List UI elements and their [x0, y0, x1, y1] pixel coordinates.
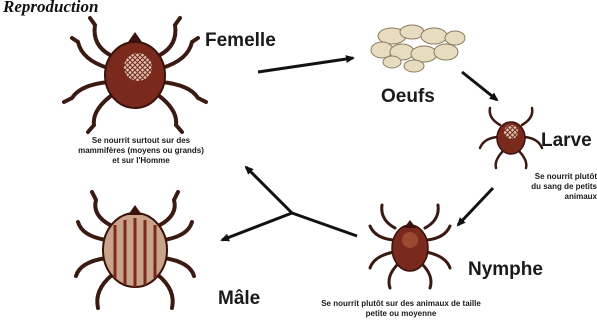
- female-note: Se nourrit surtout sur des mammifères (m…: [66, 136, 216, 166]
- arrow-larva-to-nymph: [458, 188, 493, 225]
- nymph-note-line: petite ou moyenne: [301, 309, 501, 319]
- female-note-line: Se nourrit surtout sur des: [66, 136, 216, 146]
- arrow-fork-to-male: [222, 213, 292, 240]
- larva-note-line: du sang de petits: [503, 182, 597, 192]
- arrow-eggs-to-larva: [462, 72, 497, 100]
- nymph-tick-icon: [370, 205, 450, 288]
- nymph-note: Se nourrit plutôt sur des animaux de tai…: [301, 299, 501, 319]
- eggs-icon: [371, 25, 465, 72]
- arrow-fork-to-female: [246, 167, 292, 213]
- male-tick-icon: [76, 192, 194, 308]
- larva-tick-icon: [480, 108, 542, 168]
- nymph-label: Nymphe: [468, 259, 543, 281]
- larva-note-line: animaux: [503, 192, 597, 202]
- female-note-line: mammifères (moyens ou grands): [66, 146, 216, 156]
- female-tick-icon: [64, 18, 206, 132]
- nymph-note-line: Se nourrit plutôt sur des animaux de tai…: [301, 299, 501, 309]
- larva-note-line: Se nourrit plutôt: [503, 172, 597, 182]
- female-note-line: et sur l'Homme: [66, 156, 216, 166]
- cycle-arrows: [222, 58, 497, 240]
- female-label: Femelle: [205, 30, 276, 52]
- male-label: Mâle: [218, 288, 260, 310]
- larva-note: Se nourrit plutôt du sang de petits anim…: [503, 172, 597, 202]
- arrow-female-to-eggs: [258, 58, 353, 72]
- larva-label: Larve: [541, 130, 592, 152]
- eggs-label: Oeufs: [381, 86, 435, 108]
- arrow-nymph-to-fork: [292, 213, 357, 236]
